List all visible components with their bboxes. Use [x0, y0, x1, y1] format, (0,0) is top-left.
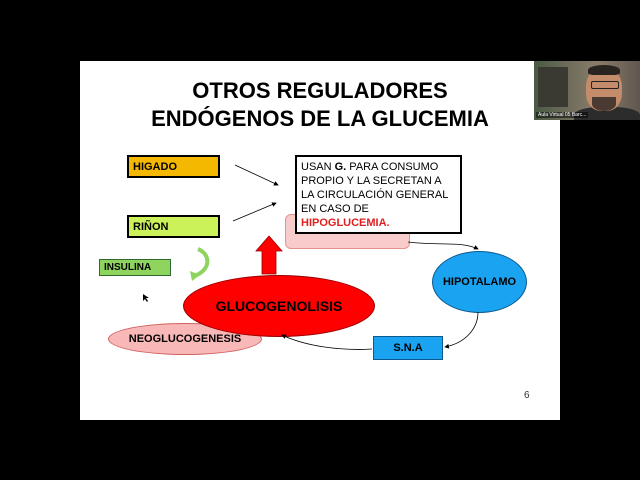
- hipoglucemia-text: HIPOGLUCEMIA.: [301, 217, 390, 229]
- hipoglucemia-to-hipotalamo-arrow: [407, 241, 479, 250]
- webcam-person-shirt: [574, 107, 640, 120]
- webcam-person-hair: [588, 65, 620, 75]
- explanation-textbox: USAN G. PARA CONSUMO PROPIO Y LA SECRETA…: [295, 155, 462, 234]
- slide-title-line-2: ENDÓGENOS DE LA GLUCEMIA: [151, 106, 489, 131]
- rinon-arrow: [232, 202, 277, 222]
- page-number: 6: [524, 390, 530, 401]
- webcam-shelf: [538, 67, 568, 107]
- explanation-text-g: G.: [334, 161, 347, 173]
- higado-arrow: [234, 164, 279, 186]
- webcam-person-beard: [592, 97, 616, 111]
- webcam-person-glasses: [591, 81, 619, 89]
- mouse-cursor-icon: [143, 294, 149, 302]
- explanation-text-2: PARA CONSUMO PROPIO Y LA SECRETAN A LA C…: [301, 161, 448, 215]
- sna-to-glucogenolisis-arrow: [281, 334, 373, 350]
- slide-title-line-1: OTROS REGULADORES: [192, 78, 448, 103]
- slide-title: OTROS REGULADORES ENDÓGENOS DE LA GLUCEM…: [80, 77, 560, 133]
- higado-box: HIGADO: [127, 155, 220, 178]
- insulina-curved-arrow: [193, 247, 210, 278]
- insulina-box: INSULINA: [99, 259, 171, 276]
- webcam-thumbnail[interactable]: Aula Virtual 05 Barc...: [534, 61, 640, 120]
- insulina-curved-arrow-head: [190, 271, 200, 281]
- explanation-text-1: USAN: [301, 161, 335, 173]
- up-red-arrow: [255, 235, 283, 275]
- glucogenolisis-ellipse: GLUCOGENOLISIS: [183, 275, 375, 337]
- hipotalamo-ellipse: HIPOTALAMO: [432, 251, 527, 313]
- hipotalamo-to-sna-arrow: [444, 311, 479, 349]
- presentation-slide: OTROS REGULADORES ENDÓGENOS DE LA GLUCEM…: [80, 61, 560, 420]
- sna-box: S.N.A: [373, 336, 443, 360]
- rinon-box: RIÑON: [127, 215, 220, 238]
- webcam-participant-name: Aula Virtual 05 Barc...: [536, 112, 589, 118]
